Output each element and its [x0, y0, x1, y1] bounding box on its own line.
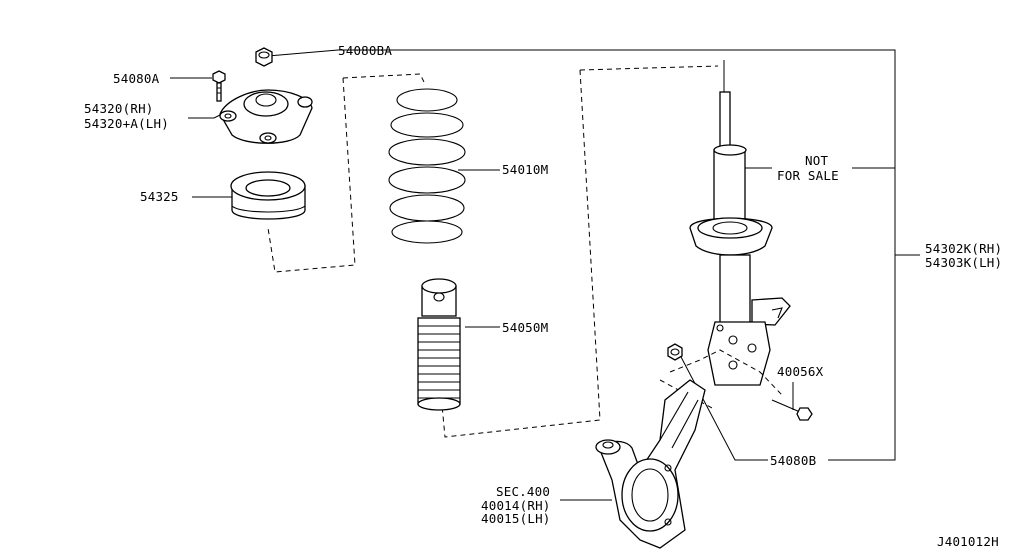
- dashed-assembly-lines: [267, 65, 719, 438]
- strut-mount-54320-part: [219, 89, 313, 144]
- bolt-54080a-part: [212, 70, 226, 102]
- strut-assembly-part: [689, 60, 791, 386]
- label-40056x: 40056X: [777, 364, 824, 379]
- label-54325: 54325: [140, 189, 179, 204]
- part-labels: 54080BA 54080A 54320(RH) 54320+A(LH) 543…: [84, 43, 1002, 549]
- label-54080b: 54080B: [770, 453, 816, 468]
- label-40014-rh: 40014(RH): [481, 498, 551, 513]
- label-54080ba: 54080BA: [338, 43, 392, 58]
- label-54050m: 54050M: [502, 320, 548, 335]
- label-40015-lh: 40015(LH): [481, 511, 551, 526]
- bearing-54325-part: [230, 171, 306, 220]
- label-for-sale: FOR SALE: [777, 168, 839, 183]
- nut-54080b-part: [667, 343, 683, 361]
- label-sec-400: SEC.400: [496, 484, 550, 499]
- coil-spring-54010m-part: [388, 88, 466, 244]
- label-54320-rh: 54320(RH): [84, 101, 154, 116]
- nut-54080ba-part: [255, 47, 273, 67]
- label-54080a: 54080A: [113, 71, 160, 86]
- figure-id: J401012H: [937, 534, 999, 549]
- label-54010m: 54010M: [502, 162, 548, 177]
- label-54302k-rh: 54302K(RH): [925, 241, 1002, 256]
- steering-knuckle-part: [595, 379, 706, 549]
- label-54320-lh: 54320+A(LH): [84, 116, 169, 131]
- label-not: NOT: [805, 153, 828, 168]
- label-54303k-lh: 54303K(LH): [925, 255, 1002, 270]
- bound-bumper-54050m-part: [417, 278, 461, 411]
- bolt-40056x-part: [771, 399, 813, 421]
